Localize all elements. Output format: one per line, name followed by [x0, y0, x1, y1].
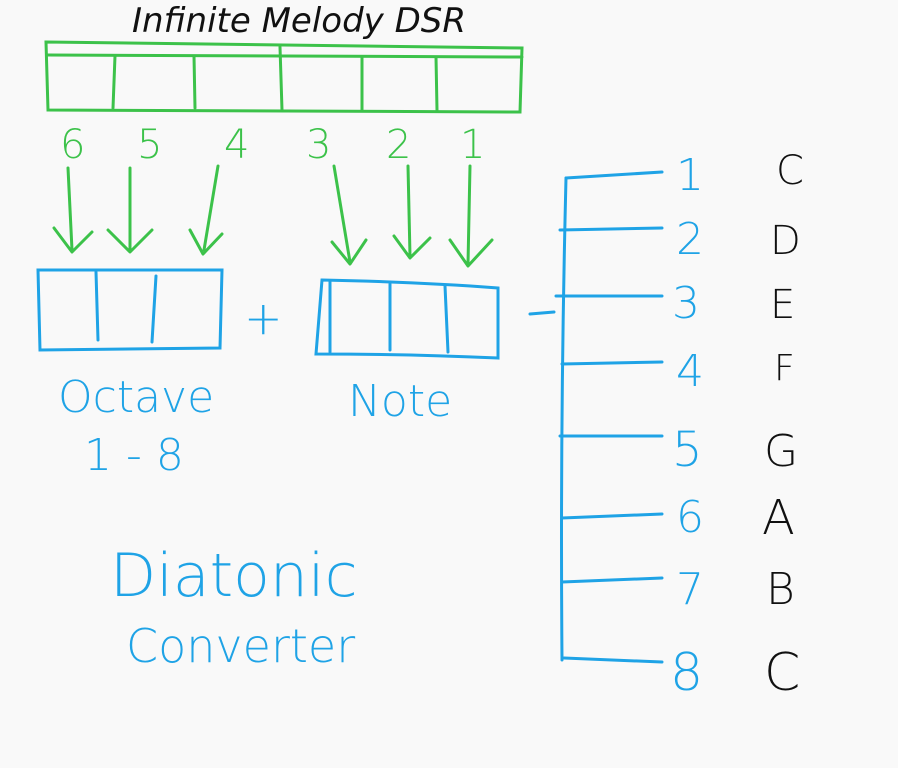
- octave-label: Octave: [58, 372, 214, 423]
- converter-title-line2: Converter: [126, 619, 355, 673]
- mapping-number: 6: [676, 492, 704, 543]
- mapping-number: 4: [676, 346, 704, 397]
- mapping-note: C: [776, 148, 804, 194]
- register-outline: [44, 40, 524, 114]
- mapping-number: 3: [672, 278, 700, 329]
- note-box: [314, 278, 500, 360]
- register-divider: [192, 54, 197, 110]
- note-label: Note: [348, 376, 452, 427]
- mapping-note: B: [766, 564, 795, 615]
- mapping-bracket: [528, 170, 664, 664]
- mapping-number: 2: [676, 214, 704, 265]
- octave-range: 1 - 8: [84, 430, 184, 481]
- diagram-title: Infinite Melody DSR: [132, 1, 466, 41]
- mapping-number: 8: [670, 643, 703, 703]
- register-label: 5: [137, 122, 162, 168]
- mapping-note: D: [770, 218, 801, 264]
- register-6-cells: [44, 40, 524, 114]
- converter-title-line1: Diatonic: [110, 541, 358, 611]
- register-label: 2: [386, 122, 411, 168]
- octave-box: [36, 268, 224, 352]
- mapping-note: E: [770, 282, 795, 328]
- mapping-note: A: [762, 490, 795, 546]
- mapping-note: C: [764, 643, 800, 703]
- plus-sign: +: [244, 291, 283, 345]
- arrow-down-icon: [106, 166, 154, 254]
- arrow-down-icon: [188, 164, 224, 256]
- arrow-down-icon: [448, 164, 494, 268]
- register-label: 4: [224, 122, 249, 168]
- arrow-down-icon: [392, 164, 432, 260]
- register-label: 1: [460, 122, 485, 168]
- mapping-note: F: [774, 348, 795, 389]
- mapping-number: 7: [676, 564, 704, 615]
- register-divider: [434, 55, 439, 112]
- arrow-down-icon: [330, 164, 368, 266]
- register-divider: [111, 54, 117, 110]
- register-divider: [278, 45, 284, 112]
- register-label: 3: [306, 122, 331, 168]
- register-label: 6: [60, 122, 85, 168]
- mapping-number: 1: [676, 150, 704, 201]
- mapping-note: G: [764, 426, 798, 477]
- mapping-number: 5: [672, 422, 703, 478]
- arrow-down-icon: [52, 166, 94, 254]
